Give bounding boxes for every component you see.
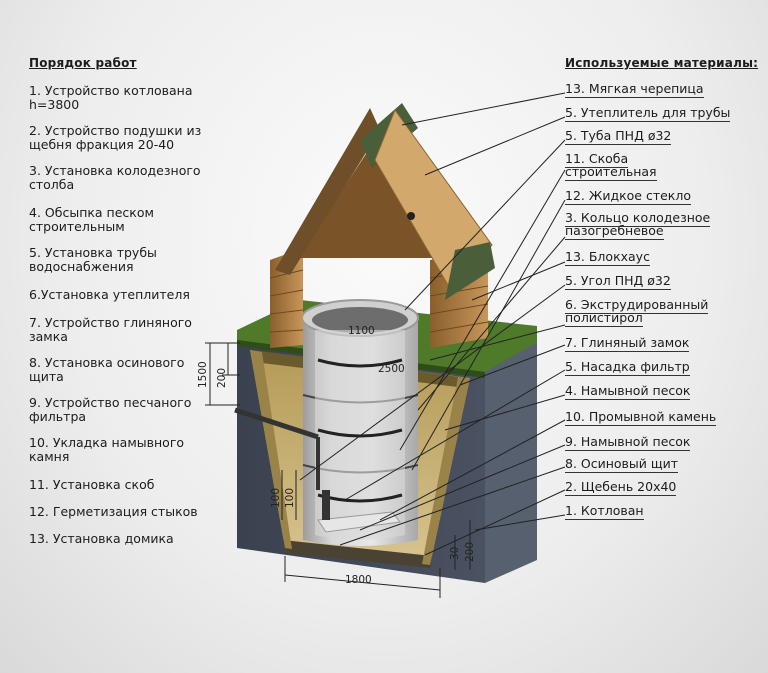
water-pipe	[234, 407, 319, 440]
blockhouse-left	[270, 248, 303, 348]
material-item: 9. Намывной песок	[565, 434, 691, 451]
material-item: 8. Осиновый щит	[565, 456, 679, 473]
work-item: 11. Установка скоб	[29, 477, 155, 492]
material-item: 5. Насадка фильтр	[565, 359, 690, 376]
work-order-title: Порядок работ	[29, 56, 137, 70]
work-item: 13. Установка домика	[29, 531, 174, 546]
dim-30: 30	[449, 547, 461, 560]
dim-200-left: 200	[216, 368, 228, 388]
material-item: 4. Намывной песок	[565, 383, 691, 400]
material-item: 12. Жидкое стекло	[565, 188, 691, 205]
material-item: 1. Котлован	[565, 503, 644, 520]
dim-1800: 1800	[345, 574, 372, 586]
material-item: 7. Глиняный замок	[565, 335, 690, 352]
material-item: 13. Мягкая черепица	[565, 81, 704, 98]
material-item: 2. Щебень 20х40	[565, 479, 677, 496]
roof-left	[275, 108, 380, 275]
work-item: 6.Установка утеплителя	[29, 287, 190, 302]
dim-1100: 1100	[348, 325, 375, 337]
material-item: 5. Утеплитель для трубы	[565, 105, 731, 122]
dim-2500: 2500	[378, 363, 405, 375]
filter-shield	[317, 511, 401, 533]
roof-shingle-right	[445, 242, 495, 300]
dim-100-a: 100	[270, 488, 282, 508]
material-item: 13. Блокхаус	[565, 249, 650, 266]
material-item: 10. Промывной камень	[565, 409, 717, 426]
soil-side-face	[485, 340, 537, 583]
material-item: 5. Угол ПНД ø32	[565, 273, 671, 290]
dim-100-b: 100	[284, 488, 296, 508]
material-item: 5. Туба ПНД ø32	[565, 128, 672, 145]
dim-200-right: 200	[464, 542, 476, 562]
work-item: 12. Герметизация стыков	[29, 504, 198, 519]
materials-title: Используемые материалы:	[565, 56, 759, 70]
dim-1500: 1500	[197, 361, 209, 388]
gravel-bottom	[283, 540, 432, 568]
